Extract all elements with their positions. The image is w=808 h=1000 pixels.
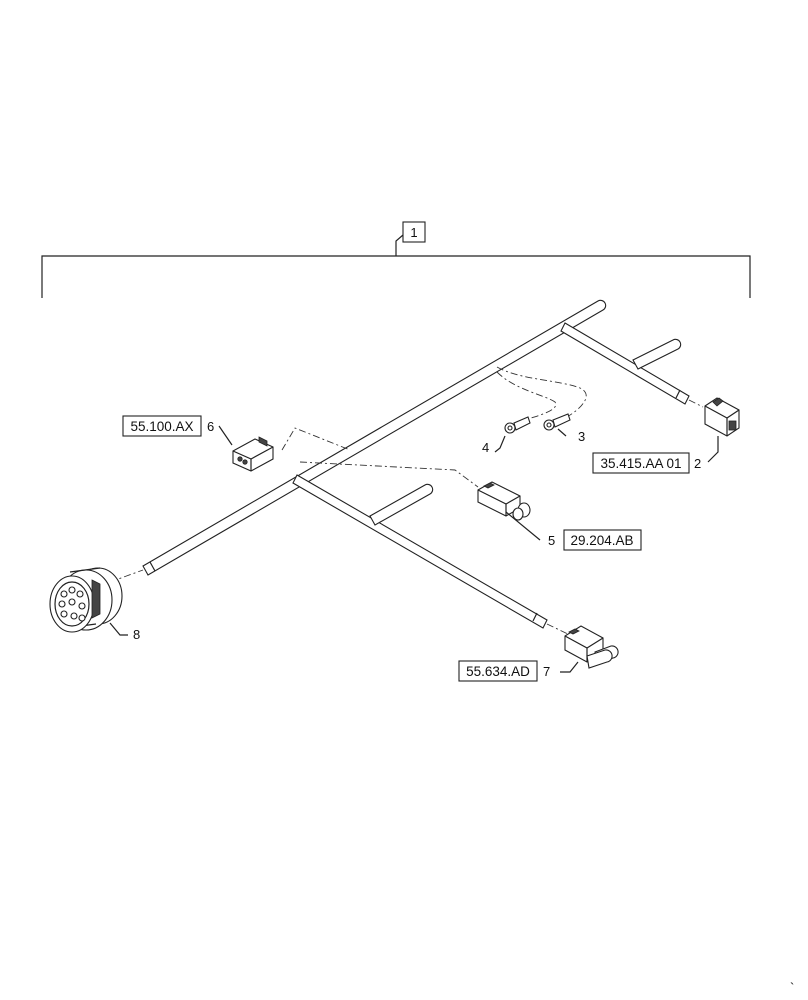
connector-6 xyxy=(232,436,274,472)
callout-7: 55.634.AD 7 xyxy=(458,660,550,682)
ring-terminal-4 xyxy=(504,416,531,434)
callout-8-number: 8 xyxy=(133,627,140,642)
callout-7-number: 7 xyxy=(543,664,550,679)
callout-2-reference: 35.415.AA 01 xyxy=(600,456,681,471)
callout-5-number: 5 xyxy=(548,533,555,548)
harness-main-trunk xyxy=(142,299,607,576)
callout-3: 3 xyxy=(578,429,585,444)
corner-mark: ` xyxy=(790,980,794,995)
connector-8 xyxy=(49,567,123,633)
callout-2-number: 2 xyxy=(694,456,701,471)
callout-4-number: 4 xyxy=(482,440,489,455)
callout-leaders xyxy=(109,425,719,673)
assembly-bracket: 1 xyxy=(41,221,751,298)
callout-6-reference: 55.100.AX xyxy=(130,419,193,434)
harness-branch-right xyxy=(560,322,690,405)
harness-branch-lower xyxy=(292,474,548,629)
callout-2: 35.415.AA 01 2 xyxy=(592,452,701,474)
connector-2 xyxy=(704,397,740,437)
assembly-item-number: 1 xyxy=(410,225,417,240)
connector-7 xyxy=(564,625,619,669)
ground-wires xyxy=(496,366,587,421)
callout-5-reference: 29.204.AB xyxy=(570,533,633,548)
callout-7-reference: 55.634.AD xyxy=(466,664,530,679)
callout-8: 8 xyxy=(133,627,140,642)
callout-6: 55.100.AX 6 xyxy=(122,415,214,437)
callout-4: 4 xyxy=(482,440,489,455)
callout-3-number: 3 xyxy=(578,429,585,444)
connector-5 xyxy=(477,481,531,521)
callout-6-number: 6 xyxy=(207,419,214,434)
callout-5: 5 29.204.AB xyxy=(548,529,642,551)
ring-terminal-3 xyxy=(543,413,571,431)
